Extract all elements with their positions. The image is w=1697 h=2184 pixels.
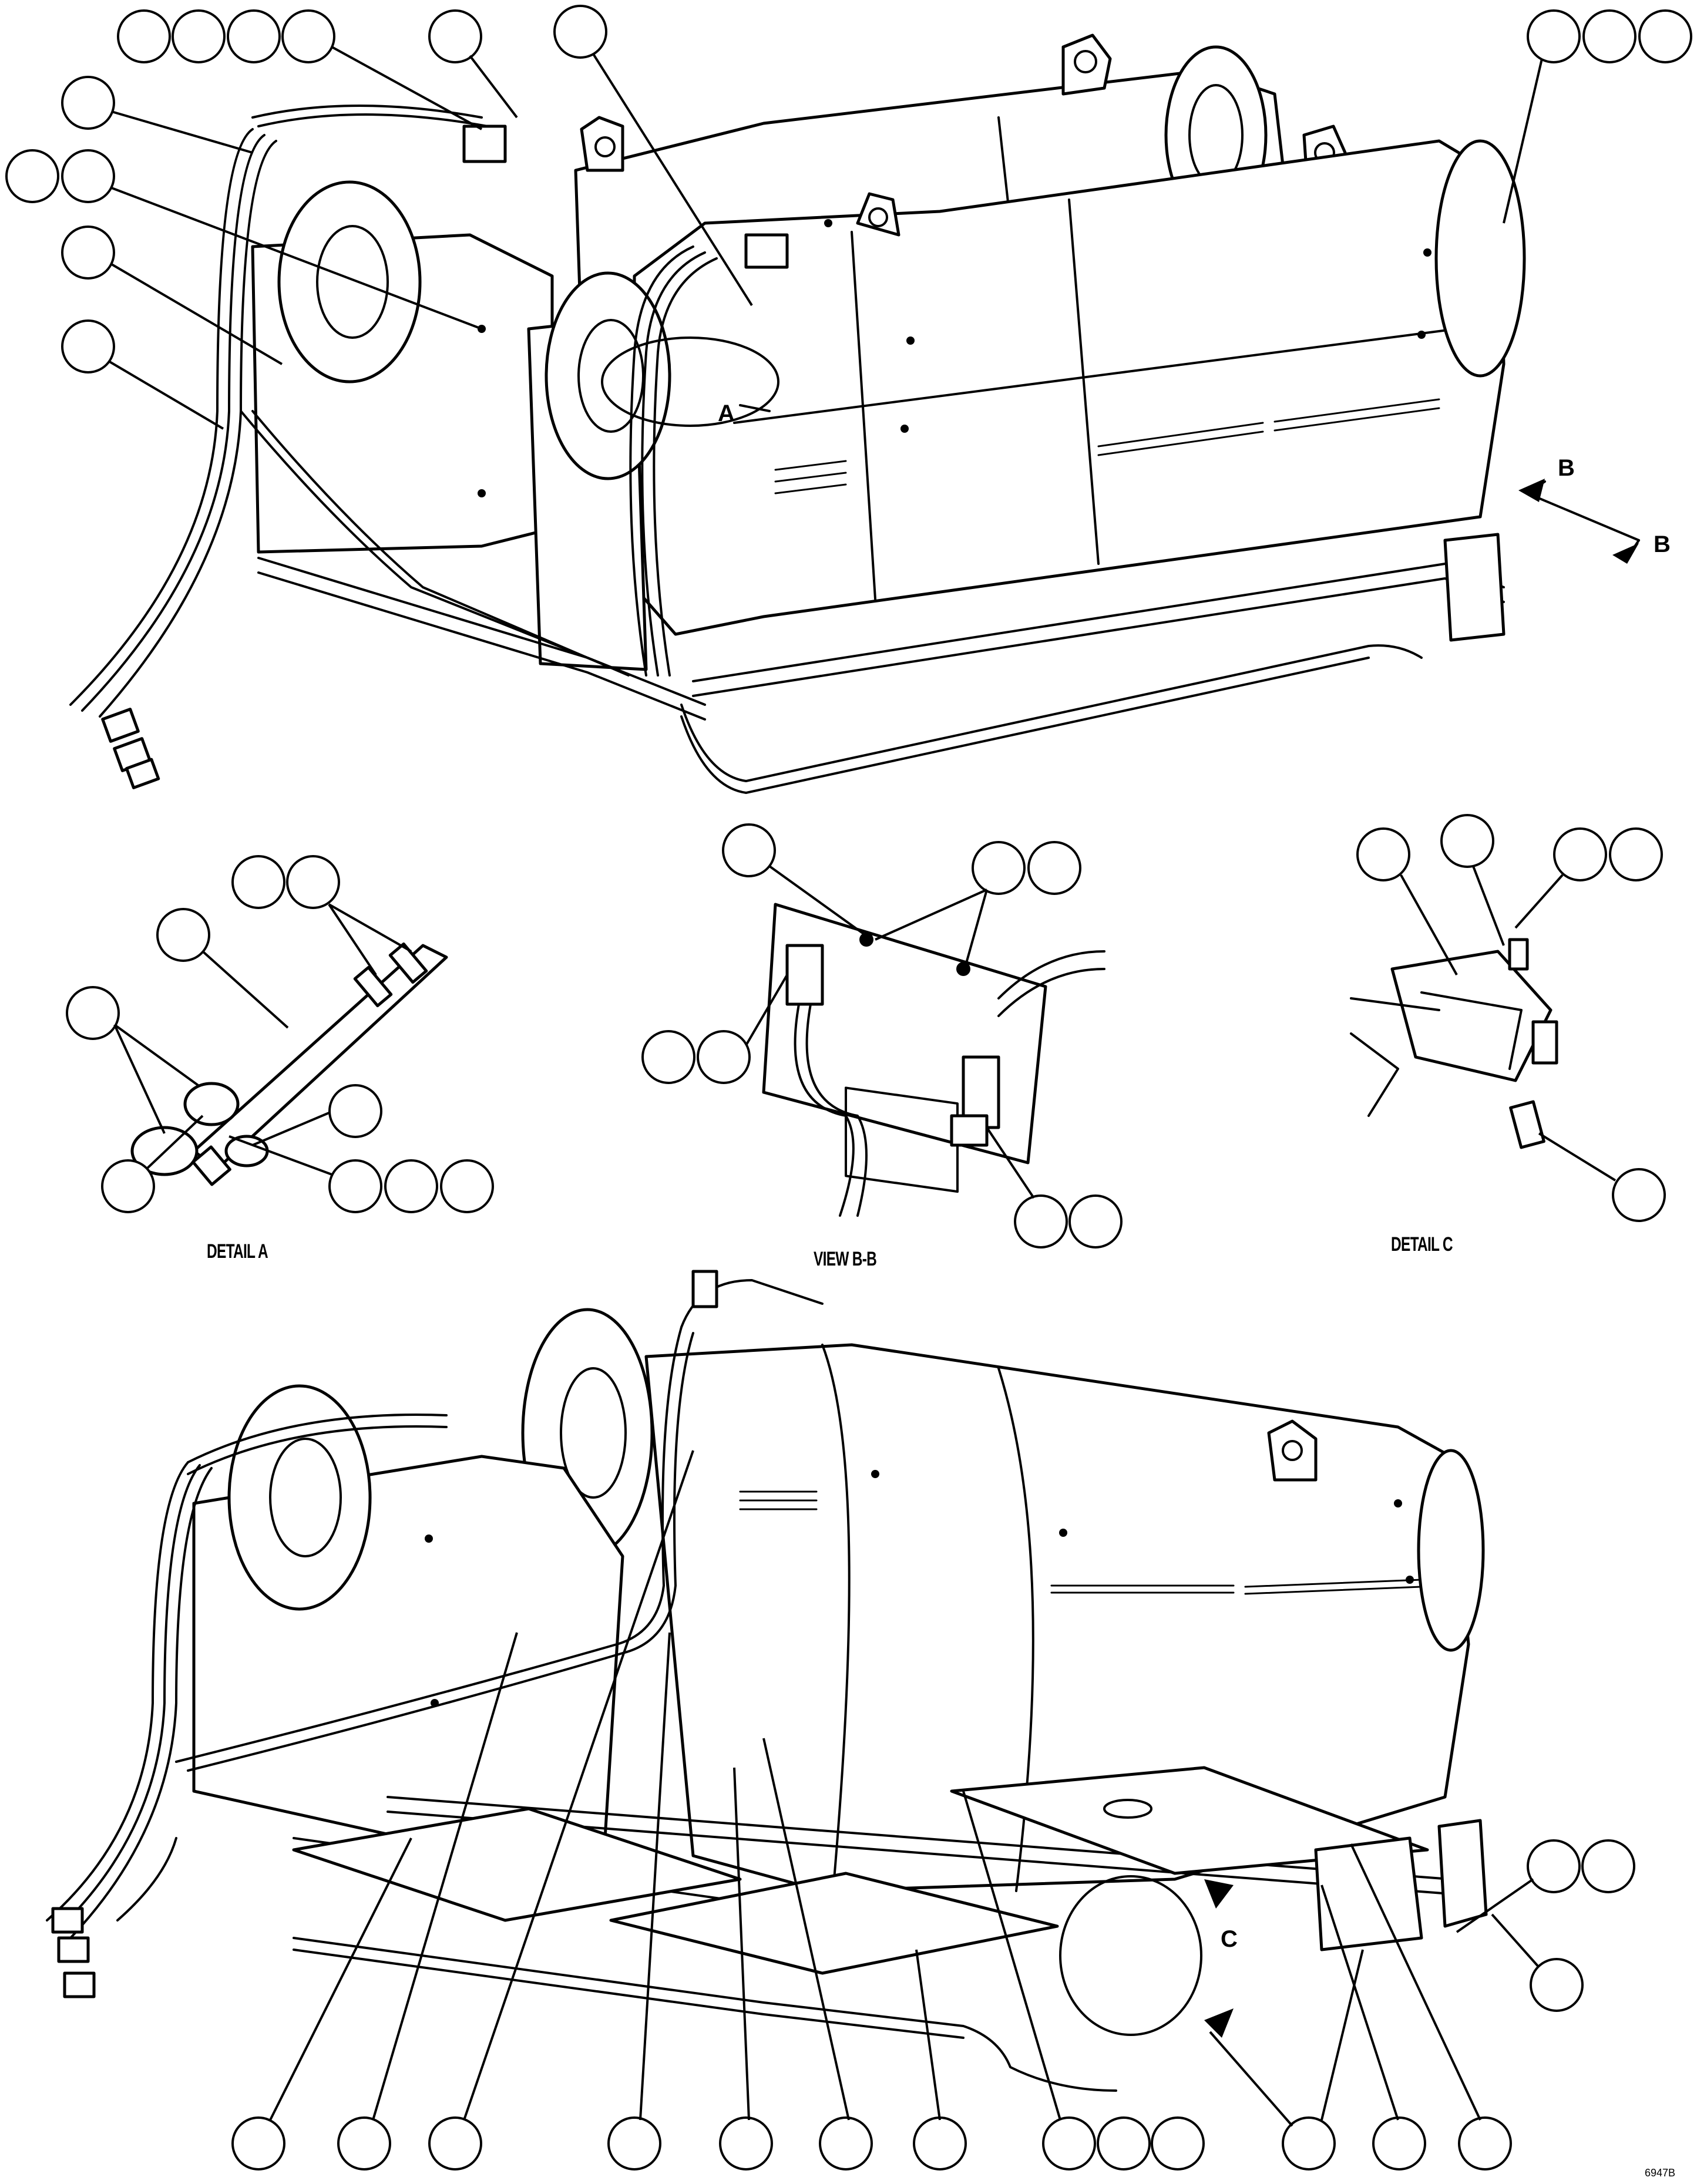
callout-balloon: [1553, 827, 1607, 881]
callout-balloon: [1372, 2116, 1426, 2170]
lower-harness-bundle: [46, 1461, 189, 1921]
right-end-bracket: [1443, 533, 1506, 642]
callout-balloon: [719, 2116, 773, 2170]
callout-balloon: [1068, 1194, 1123, 1249]
callout-balloon: [1581, 1839, 1635, 1893]
section-a-label: A: [718, 401, 735, 426]
callout-balloon: [1014, 1194, 1068, 1249]
callout-balloon: [101, 1159, 155, 1213]
callout-balloon: [819, 2116, 873, 2170]
callout-balloon: [1609, 827, 1663, 881]
section-b-arrow-line: [1526, 492, 1640, 541]
view-bb-connector: [950, 1114, 989, 1147]
callout-balloon: [1612, 1168, 1666, 1222]
top-assembly-view: [5, 5, 1692, 794]
callout-balloon: [1282, 2116, 1336, 2170]
callout-balloon: [972, 841, 1026, 895]
harness-connector: [63, 1971, 96, 1998]
section-b-label-top: B: [1558, 455, 1575, 481]
callout-balloon: [328, 1159, 382, 1213]
detail-c-view: [1350, 814, 1666, 1222]
inlet-flange-left: [277, 180, 422, 383]
harness-connector: [691, 1270, 718, 1308]
sensor-module: [744, 233, 789, 269]
callout-balloon: [722, 823, 776, 877]
callout-balloon: [156, 908, 210, 962]
lower-floor-plate: [609, 1872, 1059, 1975]
lower-right-flange: [1417, 1449, 1485, 1652]
section-c-arrowhead: [1204, 1879, 1234, 1909]
harness-connector: [125, 758, 160, 789]
callout-balloon: [61, 226, 115, 280]
sensor-module: [462, 124, 507, 163]
view-bb-connector: [785, 944, 824, 1006]
section-b-arrowhead: [1518, 479, 1545, 502]
harness-bundle: [69, 128, 254, 706]
callout-balloon: [1638, 9, 1692, 63]
callout-balloon: [913, 2116, 967, 2170]
callout-balloon: [384, 1159, 438, 1213]
callout-balloon: [1097, 2116, 1151, 2170]
callout-balloon: [281, 9, 335, 63]
callout-balloon: [428, 2116, 482, 2170]
callout-balloon: [1527, 1839, 1581, 1893]
callout-balloon: [1042, 2116, 1096, 2170]
callout-balloon: [1151, 2116, 1205, 2170]
view-bb-plate: [762, 903, 1047, 1165]
figure-id: 6947B: [1645, 2167, 1676, 2179]
callout-balloon: [697, 1030, 751, 1084]
view-bb-caption: VIEW B-B: [814, 1248, 877, 1270]
detail-c-circle: [1059, 1875, 1202, 2036]
detail-a-caption: DETAIL A: [207, 1240, 268, 1263]
lower-canister: [644, 1343, 1470, 1893]
callout-balloon: [286, 855, 340, 909]
detail-c-caption: DETAIL C: [1391, 1233, 1453, 1256]
section-b-label-bottom: B: [1654, 531, 1671, 557]
harness-connector: [51, 1907, 84, 1934]
section-c-label: C: [1221, 1926, 1238, 1952]
callout-balloon: [61, 76, 115, 130]
detail-c-connector: [1508, 938, 1529, 971]
detail-c-connector: [1531, 1020, 1558, 1065]
callout-balloon: [428, 9, 482, 63]
callout-balloon: [1582, 9, 1636, 63]
harness-connector: [57, 1936, 90, 1963]
callout-balloon: [231, 855, 285, 909]
callout-balloon: [172, 9, 226, 63]
lower-floor-plate: [950, 1766, 1429, 1875]
harness-connector: [101, 708, 140, 743]
detail-a-view: [66, 855, 494, 1213]
detail-c-connector: [1509, 1100, 1545, 1149]
callout-balloon: [553, 5, 607, 59]
callout-balloon: [337, 2116, 391, 2170]
inlet-flange-front: [545, 271, 671, 480]
callout-balloon: [66, 986, 120, 1040]
callout-balloon: [1027, 841, 1081, 895]
front-right-flange: [1434, 139, 1526, 378]
callout-balloon: [1530, 1958, 1584, 2012]
callout-balloon: [231, 2116, 285, 2170]
callout-balloon: [1356, 827, 1410, 881]
callout-balloon: [607, 2116, 661, 2170]
detail-c-bracket: [1390, 950, 1552, 1082]
lower-inlet-flange: [227, 1384, 372, 1611]
detail-a-circle: [601, 336, 779, 427]
view-bb: [641, 823, 1123, 1249]
bottom-assembly-view: [46, 1270, 1635, 2170]
callout-balloon: [227, 9, 281, 63]
lower-floor-plate: [292, 1807, 742, 1922]
callout-balloon: [440, 1159, 494, 1213]
callout-balloon: [61, 149, 115, 203]
callout-balloon: [1458, 2116, 1512, 2170]
callout-balloon: [117, 9, 171, 63]
callout-balloon: [5, 149, 59, 203]
callout-balloon: [61, 319, 115, 373]
section-c-arrowhead: [1204, 2008, 1234, 2038]
callout-balloon: [1440, 814, 1494, 868]
callout-balloon: [641, 1030, 695, 1084]
callout-balloon: [328, 1084, 382, 1138]
callout-balloon: [1527, 9, 1581, 63]
